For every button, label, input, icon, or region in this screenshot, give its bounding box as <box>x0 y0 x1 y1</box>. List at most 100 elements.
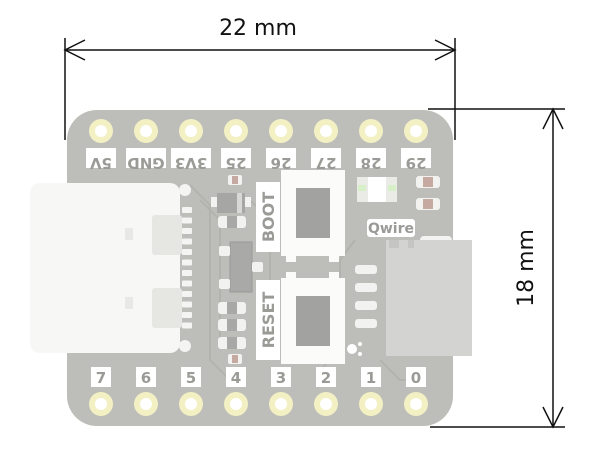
pad-hole <box>365 398 377 410</box>
logo-icon <box>347 342 362 356</box>
pin-pad <box>359 392 383 416</box>
pin-label: 6 <box>141 369 151 387</box>
pad-hole <box>275 125 287 137</box>
pad-hole <box>185 398 197 410</box>
bottom-pin-labels: 7 6 5 4 3 2 1 0 <box>91 367 426 387</box>
pin-label: 0 <box>411 369 421 387</box>
qwire-label: Qwire <box>368 221 414 237</box>
pin-label-box: 3 <box>271 367 291 387</box>
pin-pad <box>314 119 338 143</box>
reset-button[interactable] <box>281 272 345 364</box>
usb-pin <box>182 291 192 297</box>
boot-button-cap[interactable] <box>296 188 330 238</box>
pin-label: 7 <box>96 369 106 387</box>
pad-hole <box>410 125 422 137</box>
width-label: 22 mm <box>219 16 297 41</box>
usb-pin <box>182 207 192 213</box>
pin-label-box: 28 <box>356 148 386 172</box>
usb-c-tab-bottom <box>152 288 182 328</box>
passive-components <box>211 175 263 364</box>
pin-pad <box>134 119 158 143</box>
pad-hole <box>140 125 152 137</box>
pin-pad <box>134 392 158 416</box>
reset-button-cap[interactable] <box>296 296 330 346</box>
usb-pin <box>182 322 192 329</box>
pin-label-box: 27 <box>311 148 341 172</box>
pin-label: 3V3 <box>175 154 207 172</box>
pin-label-box: 2 <box>316 367 336 387</box>
pin-pad <box>269 119 293 143</box>
pin-pad <box>314 392 338 416</box>
pin-label: 1 <box>366 369 376 387</box>
reset-label: RESET <box>259 292 278 349</box>
pin-pad <box>89 392 113 416</box>
usb-pin <box>182 217 192 224</box>
pcb-board: 5V GND 3V3 25 26 27 28 29 7 6 5 4 3 2 1 0 <box>30 110 472 426</box>
regulator-chip <box>229 241 253 293</box>
pad-hole <box>275 398 287 410</box>
qwire-label-box: Qwire <box>367 219 415 237</box>
pin-label-box: 5 <box>181 367 201 387</box>
pin-label: 5V <box>90 154 112 172</box>
pad-hole <box>320 398 332 410</box>
pin-pad <box>404 119 428 143</box>
pin-label-box: GND <box>126 148 166 172</box>
pad-hole <box>185 125 197 137</box>
pin-label: GND <box>127 154 164 172</box>
pin-label-box: 5V <box>86 148 116 172</box>
pad-hole <box>230 125 242 137</box>
usb-pin <box>182 301 192 308</box>
arrow-down-icon <box>542 406 564 429</box>
pin-label-box: 4 <box>226 367 246 387</box>
qwiic-housing[interactable] <box>386 240 472 356</box>
pin-label: 4 <box>231 369 241 387</box>
usb-pin <box>182 228 192 234</box>
pin-label: 29 <box>406 154 427 172</box>
pin-label: 2 <box>321 369 331 387</box>
pin-label-box: 29 <box>401 148 431 172</box>
usb-c-tab-top <box>152 215 182 255</box>
usb-pin <box>182 280 192 287</box>
bottom-pin-row <box>89 392 428 416</box>
arrow-left-icon <box>63 39 86 61</box>
status-led <box>357 177 397 202</box>
pin-pad <box>224 392 248 416</box>
usb-pin <box>182 270 192 276</box>
width-dimension: 22 mm <box>63 16 457 140</box>
usb-pin <box>182 249 192 255</box>
usb-c-shell <box>30 183 180 353</box>
boot-button[interactable] <box>281 170 345 262</box>
usb-c-pins <box>182 207 192 329</box>
pin-label: 28 <box>361 154 382 172</box>
boot-label-box: BOOT <box>256 182 280 252</box>
pad-hole <box>95 125 107 137</box>
pad-hole <box>365 125 377 137</box>
pin-pad <box>404 392 428 416</box>
arrow-up-icon <box>542 107 564 130</box>
usb-c-connector <box>30 183 192 353</box>
pin-label: 27 <box>316 154 337 172</box>
pin-label: 26 <box>271 154 292 172</box>
usb-pin <box>182 238 192 245</box>
pin-pad <box>224 119 248 143</box>
usb-pin <box>182 259 192 266</box>
pad-hole <box>320 125 332 137</box>
pin-pad <box>89 119 113 143</box>
pad-hole <box>95 398 107 410</box>
pin-label-box: 0 <box>406 367 426 387</box>
usb-pin <box>182 312 192 318</box>
reset-label-box: RESET <box>256 280 280 360</box>
pin-label: 25 <box>226 154 247 172</box>
pin-pad <box>269 392 293 416</box>
height-label: 18 mm <box>514 229 539 307</box>
pin-label-box: 3V3 <box>171 148 211 172</box>
pin-label-box: 25 <box>221 148 251 172</box>
pin-pad <box>179 119 203 143</box>
top-pin-labels: 5V GND 3V3 25 26 27 28 29 <box>86 148 431 172</box>
pad-hole <box>410 398 422 410</box>
qwiic-connector[interactable] <box>355 236 472 356</box>
pin-label-box: 26 <box>266 148 296 172</box>
pin-pad <box>359 119 383 143</box>
boot-label: BOOT <box>259 192 278 242</box>
